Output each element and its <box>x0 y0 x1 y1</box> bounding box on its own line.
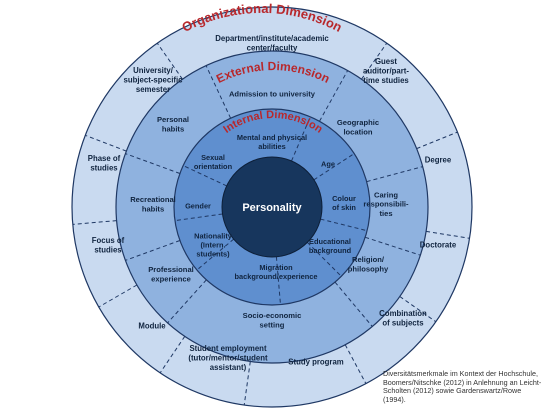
org-dividers-line-0 <box>156 42 183 80</box>
ext-dividers-line-5 <box>167 279 207 324</box>
ext-dividers-line-6 <box>125 240 181 261</box>
org-dividers-line-8 <box>98 284 138 308</box>
org-dividers-line-1 <box>361 42 388 80</box>
org-dividers-line-10 <box>85 134 127 152</box>
int-dividers-line-3 <box>307 242 342 277</box>
ext-dividers-line-0 <box>205 65 232 119</box>
org-segment-label: Degree <box>425 156 452 165</box>
source-caption: Diversitätsmerkmale im Kontext der Hochs… <box>383 369 542 404</box>
org-segment-label: Doctorate <box>420 241 457 250</box>
int-segment-label: Gender <box>185 202 211 211</box>
int-dividers-line-4 <box>275 256 281 305</box>
org-dividers-line-9 <box>72 220 117 225</box>
int-dividers-line-0 <box>291 116 311 162</box>
ext-dividers-line-3 <box>365 236 421 256</box>
ext-dividers-line-7 <box>125 153 181 174</box>
org-dividers-line-7 <box>159 336 186 374</box>
int-dividers-line-5 <box>196 238 235 271</box>
internal-dividers <box>174 116 368 305</box>
int-dividers-line-7 <box>182 165 227 187</box>
int-segment-label: Nationality(Intern.students) <box>194 232 233 259</box>
ext-segment-label: Religion/philosophy <box>348 255 389 273</box>
int-dividers-line-6 <box>174 213 223 222</box>
ext-segment-label: Admission to university <box>229 90 316 99</box>
org-segment-label: Study program <box>288 358 344 367</box>
org-segment-label: Module <box>138 322 166 331</box>
int-dividers-line-1 <box>313 153 355 181</box>
ext-dividers-line-1 <box>319 70 349 122</box>
org-dividers-line-3 <box>426 230 470 239</box>
personality-core <box>221 156 323 258</box>
int-dividers-line-2 <box>320 218 368 232</box>
org-dividers-line-2 <box>416 131 458 150</box>
external-dividers <box>125 65 423 327</box>
org-dividers-line-5 <box>344 344 367 384</box>
org-dividers-line-4 <box>399 296 437 323</box>
organizational-dividers <box>72 42 470 406</box>
ext-dividers-line-2 <box>366 166 423 183</box>
ext-dividers-line-4 <box>334 281 373 327</box>
org-dividers-line-6 <box>243 361 251 406</box>
core-label: Personality <box>242 202 302 214</box>
int-segment-label: Age <box>321 160 335 169</box>
